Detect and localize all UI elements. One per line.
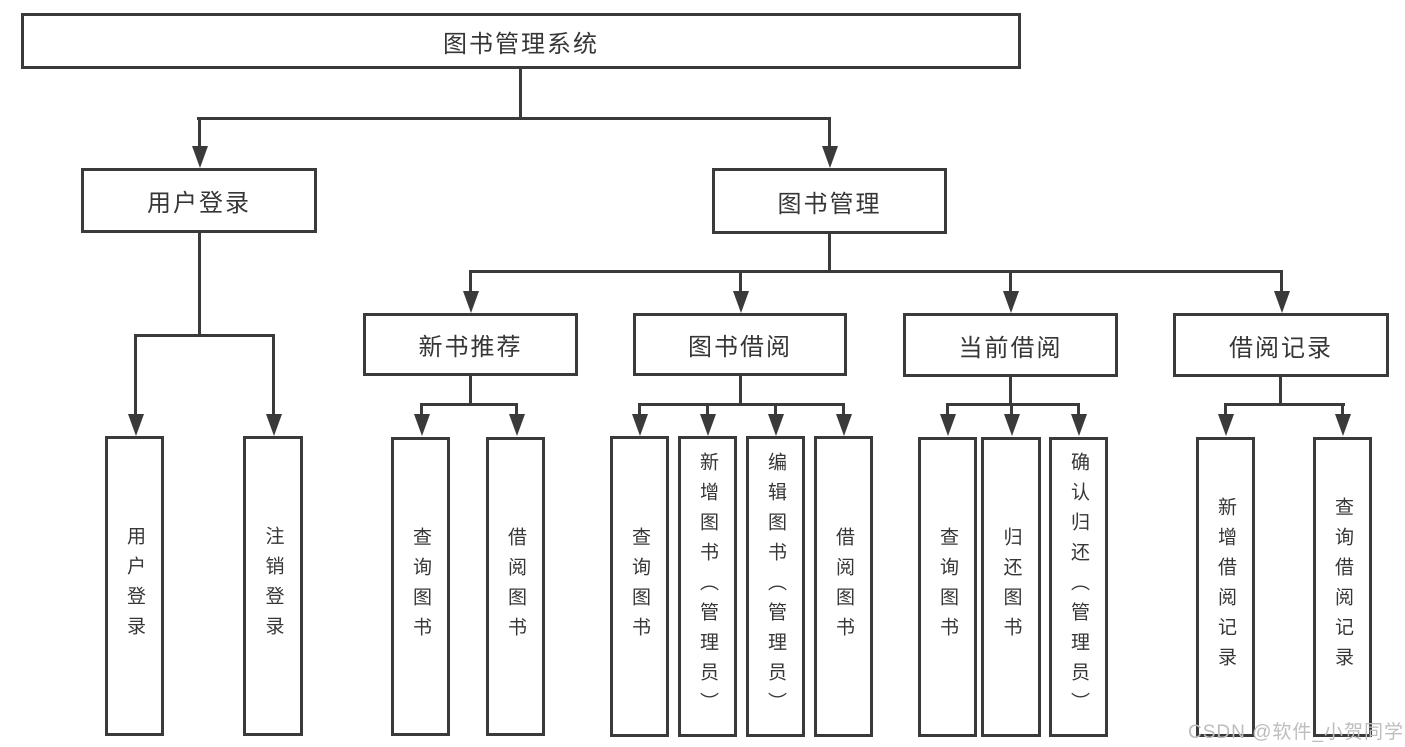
connector-level2-rail: [197, 117, 831, 120]
arrow-to-leaf-query-books-3: [939, 403, 956, 436]
arrow-to-leaf-user-login: [127, 334, 144, 436]
arrow-to-leaf-add-book: [699, 403, 716, 436]
leaf-confirm-return-admin: 确认归还（管理员）: [1049, 437, 1108, 737]
arrow-to-leaf-query-borrow-record: [1334, 403, 1351, 436]
connector-new-book-rail: [420, 403, 518, 406]
node-library-management-system: 图书管理系统: [21, 13, 1021, 69]
csdn-watermark: CSDN @软件_小贺同学: [1188, 722, 1404, 743]
connector-current-borrow-rail: [946, 403, 1080, 406]
leaf-borrow-books-2: 借阅图书: [814, 436, 873, 737]
arrow-to-leaf-return-book: [1003, 403, 1020, 436]
leaf-user-login: 用户登录: [105, 436, 164, 736]
arrow-to-user-login: [191, 117, 208, 168]
arrow-to-book-borrow: [732, 270, 749, 313]
arrow-to-leaf-query-books-1: [413, 403, 430, 436]
connector-new-book-stem: [469, 376, 472, 405]
arrow-to-leaf-borrow-books-1: [508, 403, 525, 436]
leaf-query-books-2: 查询图书: [610, 436, 669, 737]
leaf-add-borrow-record: 新增借阅记录: [1196, 437, 1255, 737]
leaf-query-books-3: 查询图书: [918, 437, 977, 737]
connector-user-login-rail: [134, 334, 275, 337]
leaf-query-books-1: 查询图书: [391, 437, 450, 736]
arrow-to-new-book-recommend: [462, 270, 479, 313]
node-borrow-records: 借阅记录: [1173, 313, 1389, 377]
arrow-to-current-borrow: [1002, 270, 1019, 313]
node-current-borrow: 当前借阅: [903, 313, 1118, 377]
arrow-to-leaf-borrow-books-2: [835, 403, 852, 436]
connector-borrow-records-rail: [1224, 403, 1345, 406]
connector-current-borrow-stem: [1009, 377, 1012, 406]
node-book-management: 图书管理: [712, 168, 947, 234]
arrow-to-leaf-query-books-2: [631, 403, 648, 436]
leaf-edit-book-admin: 编辑图书（管理员）: [746, 436, 805, 737]
leaf-return-book: 归还图书: [981, 437, 1041, 737]
node-new-book-recommend: 新书推荐: [363, 313, 578, 376]
node-book-borrow: 图书借阅: [633, 313, 847, 376]
connector-book-management-stem: [828, 234, 831, 272]
arrow-to-leaf-logout: [265, 334, 282, 436]
connector-root-stem: [519, 69, 522, 119]
connector-book-borrow-stem: [739, 376, 742, 405]
leaf-query-borrow-record: 查询借阅记录: [1313, 437, 1372, 737]
arrow-to-leaf-edit-book: [767, 403, 784, 436]
connector-user-login-stem: [198, 233, 201, 336]
leaf-logout: 注销登录: [243, 436, 303, 736]
arrow-to-leaf-add-borrow-record: [1217, 403, 1234, 436]
connector-borrow-records-stem: [1279, 377, 1282, 406]
leaf-add-book-admin: 新增图书（管理员）: [678, 436, 737, 737]
leaf-borrow-books-1: 借阅图书: [486, 437, 545, 736]
arrow-to-book-management: [821, 117, 838, 168]
arrow-to-leaf-confirm-return: [1070, 403, 1087, 436]
arrow-to-borrow-records: [1273, 270, 1290, 313]
connector-book-borrow-rail: [638, 403, 845, 406]
node-user-login: 用户登录: [81, 168, 317, 233]
connector-level3-rail: [469, 270, 1282, 273]
